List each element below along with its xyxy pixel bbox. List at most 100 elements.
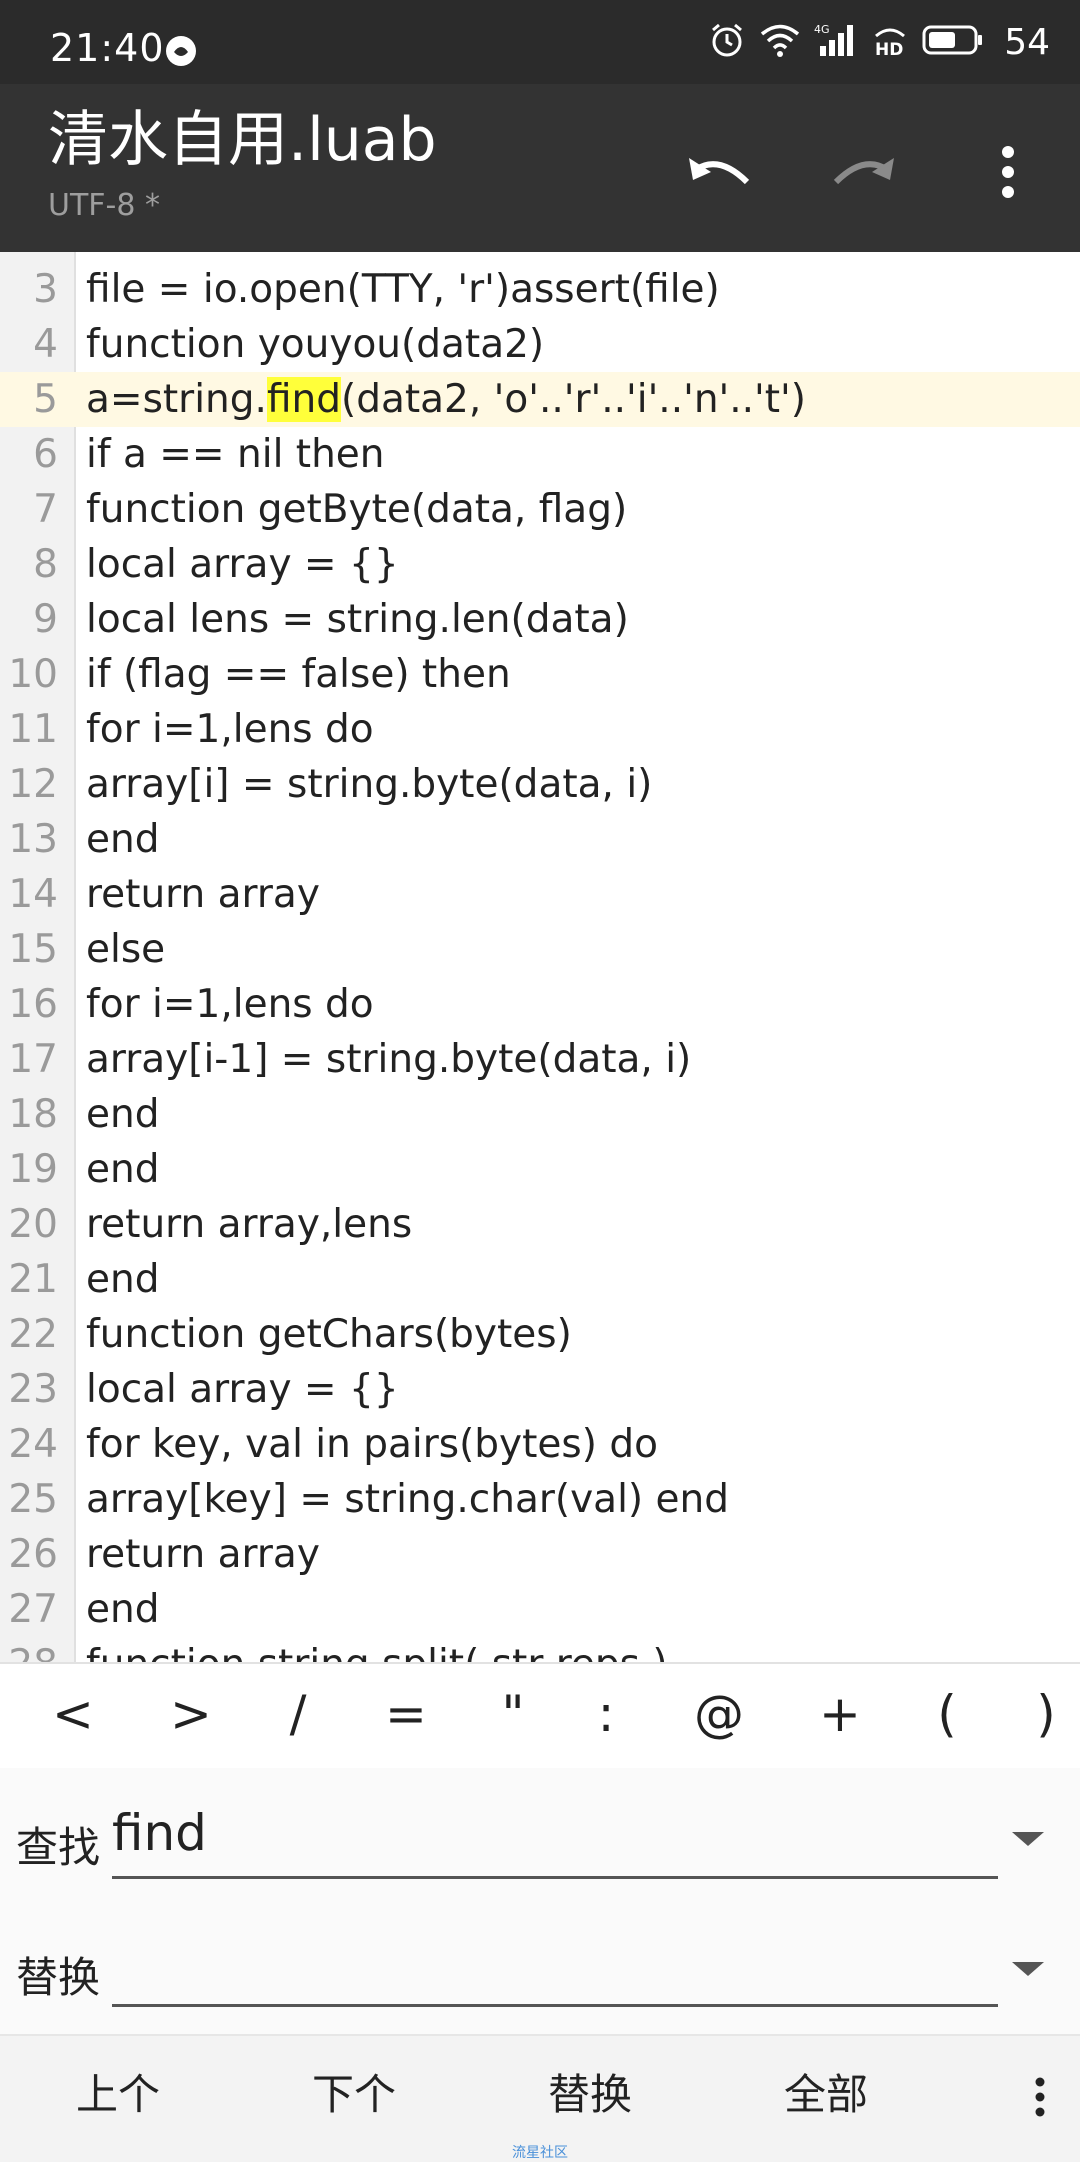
code-line[interactable]: 23 local array = {}	[0, 1362, 1080, 1417]
replace-history-dropdown[interactable]	[1010, 1960, 1050, 1984]
symbol-key-equals[interactable]: =	[385, 1685, 427, 1743]
code-text-segment: return array	[86, 872, 320, 917]
code-line-text: for i=1,lens do	[86, 977, 374, 1032]
app-notification-icon	[164, 34, 198, 72]
code-text-segment: end	[86, 1092, 160, 1137]
line-number: 11	[8, 707, 58, 752]
line-number: 24	[8, 1422, 58, 1467]
line-number: 4	[33, 322, 58, 367]
wifi-icon	[760, 23, 800, 61]
code-line[interactable]: 5 a=string.find(data2, 'o'..'r'..'i'..'n'…	[0, 372, 1080, 427]
code-line[interactable]: 11 for i=1,lens do	[0, 702, 1080, 757]
code-text-segment: local lens = string.len(data)	[86, 597, 629, 642]
code-text-segment: local array = {}	[86, 1367, 399, 1412]
line-number: 23	[8, 1367, 58, 1412]
code-line-text: function getByte(data, flag)	[86, 482, 627, 537]
symbol-key-gt[interactable]: >	[170, 1685, 212, 1743]
code-text-segment: array[i-1] = string.byte(data, i)	[86, 1037, 692, 1082]
alarm-icon	[708, 21, 746, 63]
code-line-text: end	[86, 1252, 159, 1307]
watermark-text: 流星社区	[512, 2145, 568, 2161]
code-text-segment: for i=1,lens do	[86, 982, 374, 1027]
code-text-segment: else	[86, 927, 166, 972]
find-history-dropdown[interactable]	[1010, 1830, 1050, 1854]
symbol-key-slash[interactable]: /	[289, 1685, 307, 1743]
code-text-segment: for i=1,lens do	[86, 707, 374, 752]
code-line[interactable]: 16 for i=1,lens do	[0, 977, 1080, 1032]
code-line[interactable]: 24 for key, val in pairs(bytes) do	[0, 1417, 1080, 1472]
symbol-key-lparen[interactable]: (	[937, 1685, 957, 1743]
line-number: 15	[8, 927, 58, 972]
code-text-segment: for key, val in pairs(bytes) do	[86, 1422, 658, 1467]
code-line-text: local array = {}	[86, 1362, 399, 1417]
code-line[interactable]: 26 return array	[0, 1527, 1080, 1582]
code-line-text: a=string.find(data2, 'o'..'r'..'i'..'n'.…	[86, 372, 806, 427]
code-line[interactable]: 25 array[key] = string.char(val) end	[0, 1472, 1080, 1527]
find-more-button[interactable]	[1020, 2074, 1060, 2124]
code-line-text: end	[86, 812, 159, 867]
find-next-button[interactable]: 下个	[311, 2070, 397, 2119]
code-text-segment: end	[86, 817, 160, 862]
replace-button[interactable]: 替换	[547, 2070, 633, 2119]
line-number: 25	[8, 1477, 58, 1522]
code-text-segment: return array	[86, 1532, 320, 1577]
code-line[interactable]: 15 else	[0, 922, 1080, 977]
symbol-key-rparen[interactable]: )	[1036, 1685, 1056, 1743]
symbol-key-quote[interactable]: "	[501, 1685, 525, 1743]
find-input[interactable]: find	[112, 1804, 207, 1862]
code-line-text: return array,lens	[86, 1197, 412, 1252]
file-encoding: UTF-8 *	[48, 188, 160, 223]
symbol-key-plus[interactable]: +	[819, 1685, 861, 1743]
line-number: 18	[8, 1092, 58, 1137]
code-line-text: array[key] = string.char(val) end	[86, 1472, 729, 1527]
code-line-text: local array = {}	[86, 537, 399, 592]
code-text-segment: array[i] = string.byte(data, i)	[86, 762, 653, 807]
undo-button[interactable]	[680, 134, 760, 214]
redo-button[interactable]	[823, 134, 903, 214]
find-input-underline	[112, 1876, 998, 1879]
line-number: 5	[33, 377, 58, 422]
code-line-partial-top[interactable]: ...	[0, 252, 1080, 271]
code-text-segment: return array,lens	[86, 1202, 413, 1247]
overflow-menu-button[interactable]	[968, 134, 1048, 214]
replace-all-button[interactable]: 全部	[783, 2070, 869, 2119]
code-text-segment: function getByte(data, flag)	[86, 487, 628, 532]
find-previous-button[interactable]: 上个	[75, 2070, 161, 2119]
code-line-text: array[i] = string.byte(data, i)	[86, 757, 652, 812]
code-line[interactable]: 27 end	[0, 1582, 1080, 1637]
code-text-segment: (data2, 'o'..'r'..'i'..'n'..'t')	[340, 377, 806, 422]
code-line-text: end	[86, 1582, 159, 1637]
svg-text:4G: 4G	[814, 23, 830, 36]
line-number: 28	[0, 1637, 58, 1662]
symbol-key-lt[interactable]: <	[52, 1685, 94, 1743]
line-number: 27	[8, 1587, 58, 1632]
code-line[interactable]: 28 function string.split( str,reps )	[0, 1637, 1080, 1662]
code-text-segment: end	[86, 1257, 160, 1302]
symbol-key-at[interactable]: @	[694, 1685, 744, 1743]
code-line[interactable]: 18 end	[0, 1087, 1080, 1142]
undo-icon	[687, 152, 753, 196]
find-replace-panel: 查找 find 替换	[0, 1768, 1080, 2034]
line-number: 16	[8, 982, 58, 1027]
line-number: 26	[8, 1532, 58, 1577]
symbol-key-colon[interactable]: :	[597, 1685, 615, 1743]
more-vert-icon	[1034, 2077, 1046, 2121]
dropdown-arrow-icon	[1010, 1832, 1046, 1852]
code-text-segment: function string.split( str,reps )	[86, 1642, 668, 1662]
